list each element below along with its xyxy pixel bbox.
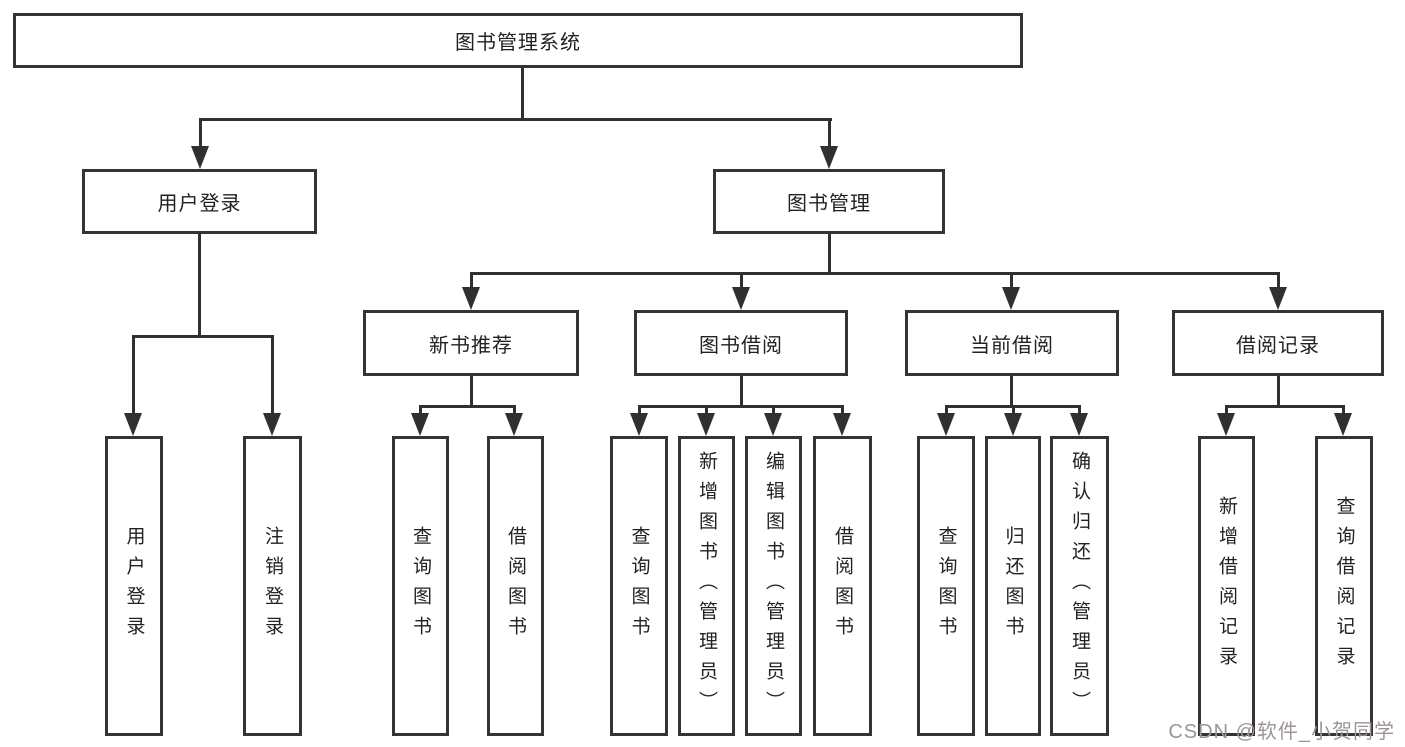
connector-stem [1078, 405, 1081, 415]
node-leaf-confirm-return-admin: 确认归还（管理员） [1050, 436, 1109, 736]
node-label: 借阅图书 [505, 526, 526, 646]
node-leaf-query-books-recommend: 查询图书 [392, 436, 449, 736]
connector-user-login-branch [132, 335, 274, 338]
arrowhead-down-icon [462, 287, 480, 310]
connector-stem [772, 405, 775, 415]
node-leaf-query-books-borrow: 查询图书 [610, 436, 668, 736]
node-label: 新增图书（管理员） [696, 451, 717, 721]
connector-book-borrow-branch [638, 405, 844, 408]
connector-user-login-trunk [198, 234, 201, 335]
arrowhead-down-icon [1217, 413, 1235, 436]
node-label: 新增借阅记录 [1216, 496, 1237, 676]
arrowhead-down-icon [764, 413, 782, 436]
arrowhead-down-icon [411, 413, 429, 436]
node-borrowing-records: 借阅记录 [1172, 310, 1384, 376]
node-label: 注销登录 [262, 526, 283, 646]
node-label: 查询借阅记录 [1333, 496, 1355, 676]
connector-stem [1342, 405, 1345, 415]
node-label: 确认归还（管理员） [1069, 451, 1090, 721]
arrowhead-down-icon [124, 413, 142, 436]
connector-stem-leaf-user-login [132, 335, 135, 415]
connector-borrow-records-trunk [1277, 376, 1280, 405]
connector-book-management-trunk [828, 234, 831, 272]
connector-stem-leaf-logout [271, 335, 274, 415]
connector-stem-new-book [470, 272, 473, 289]
node-leaf-edit-books-admin: 编辑图书（管理员） [745, 436, 802, 736]
arrowhead-down-icon [833, 413, 851, 436]
node-book-borrowing: 图书借阅 [634, 310, 848, 376]
arrowhead-down-icon [1269, 287, 1287, 310]
connector-stem-current-borrow [1010, 272, 1013, 289]
node-leaf-add-books-admin: 新增图书（管理员） [678, 436, 735, 736]
arrowhead-down-icon [1070, 413, 1088, 436]
connector-borrow-records-branch [1225, 405, 1345, 408]
node-label: 用户登录 [123, 526, 145, 646]
connector-stem [1012, 405, 1015, 415]
node-library-management-system: 图书管理系统 [13, 13, 1023, 68]
arrowhead-down-icon [191, 146, 209, 169]
connector-stem [945, 405, 948, 415]
node-label: 归还图书 [1002, 526, 1024, 646]
node-user-login: 用户登录 [82, 169, 317, 234]
arrowhead-down-icon [1334, 413, 1352, 436]
node-label: 用户登录 [157, 193, 242, 215]
node-leaf-user-login: 用户登录 [105, 436, 163, 736]
node-label: 查询图书 [628, 526, 650, 646]
node-label: 图书管理 [787, 193, 871, 215]
connector-new-book-trunk [470, 376, 473, 405]
node-leaf-borrow-books: 借阅图书 [813, 436, 872, 736]
connector-current-borrow-trunk [1010, 376, 1013, 405]
arrowhead-down-icon [630, 413, 648, 436]
node-leaf-query-books-current: 查询图书 [917, 436, 975, 736]
node-label: 借阅图书 [832, 526, 853, 646]
connector-new-book-branch [419, 405, 516, 408]
arrowhead-down-icon [937, 413, 955, 436]
connector-stem [841, 405, 844, 415]
csdn-watermark: CSDN @软件_小贺同学 [1168, 721, 1395, 743]
node-label: 图书管理系统 [455, 32, 581, 54]
node-leaf-add-borrow-record: 新增借阅记录 [1198, 436, 1255, 736]
node-leaf-return-books: 归还图书 [985, 436, 1041, 736]
node-label: 查询图书 [935, 526, 957, 646]
arrowhead-down-icon [263, 413, 281, 436]
arrowhead-down-icon [1004, 413, 1022, 436]
connector-book-management-branch [470, 272, 1280, 275]
arrowhead-down-icon [697, 413, 715, 436]
node-new-book-recommendation: 新书推荐 [363, 310, 579, 376]
node-label: 当前借阅 [970, 334, 1054, 357]
connector-stem [513, 405, 516, 415]
connector-stem [419, 405, 422, 415]
connector-stem-book-management [828, 118, 831, 150]
node-label: 图书借阅 [699, 334, 783, 357]
arrowhead-down-icon [732, 287, 750, 310]
node-label: 查询图书 [410, 526, 431, 646]
node-leaf-logout: 注销登录 [243, 436, 302, 736]
node-leaf-borrow-books-recommend: 借阅图书 [487, 436, 544, 736]
node-label: 新书推荐 [429, 334, 513, 357]
arrowhead-down-icon [505, 413, 523, 436]
node-book-management: 图书管理 [713, 169, 945, 234]
connector-stem-user-login [199, 118, 202, 150]
connector-stem-book-borrow [740, 272, 743, 289]
connector-stem-borrow-records [1277, 272, 1280, 289]
node-label: 编辑图书（管理员） [763, 451, 784, 721]
connector-stem [1225, 405, 1228, 415]
connector-root-trunk [521, 68, 524, 118]
connector-book-borrow-trunk [740, 376, 743, 405]
connector-stem [638, 405, 641, 415]
connector-stem [705, 405, 708, 415]
node-leaf-query-borrow-record: 查询借阅记录 [1315, 436, 1373, 736]
node-current-borrowing: 当前借阅 [905, 310, 1119, 376]
connector-root-branch [199, 118, 832, 121]
node-label: 借阅记录 [1236, 334, 1320, 357]
arrowhead-down-icon [820, 146, 838, 169]
arrowhead-down-icon [1002, 287, 1020, 310]
